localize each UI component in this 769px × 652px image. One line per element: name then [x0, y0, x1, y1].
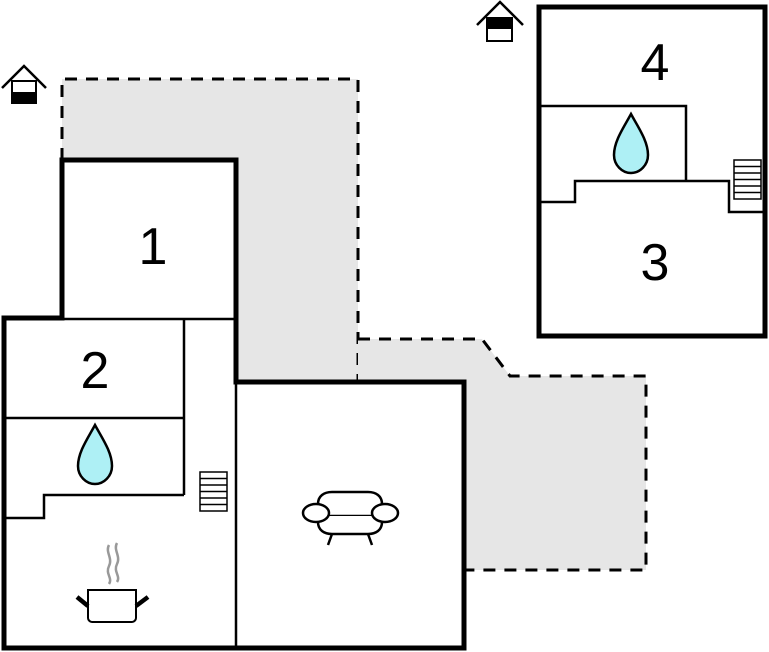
- annex: [536, 4, 768, 339]
- water-drop-icon: [76, 422, 114, 486]
- terrace-east: [358, 337, 648, 572]
- terrace-north: [60, 77, 360, 382]
- water-drop-icon: [612, 111, 650, 175]
- wall-bath-kitchen: [4, 493, 184, 520]
- cooking-pot-icon: [75, 542, 150, 623]
- sofa-icon: [301, 490, 400, 546]
- house-entrance-icon: [1, 64, 47, 104]
- room-2-label: 2: [81, 342, 110, 400]
- house-entrance-icon: [476, 0, 524, 42]
- main-house: [1, 157, 467, 651]
- room-4-label: 4: [641, 34, 670, 92]
- stairs-icon: [733, 159, 762, 200]
- wall-room4-bath: [539, 104, 688, 181]
- stairs-icon: [199, 471, 228, 512]
- room-1-label: 1: [139, 218, 168, 276]
- room-3-label: 3: [641, 234, 670, 292]
- wall-bath-room3: [539, 179, 765, 214]
